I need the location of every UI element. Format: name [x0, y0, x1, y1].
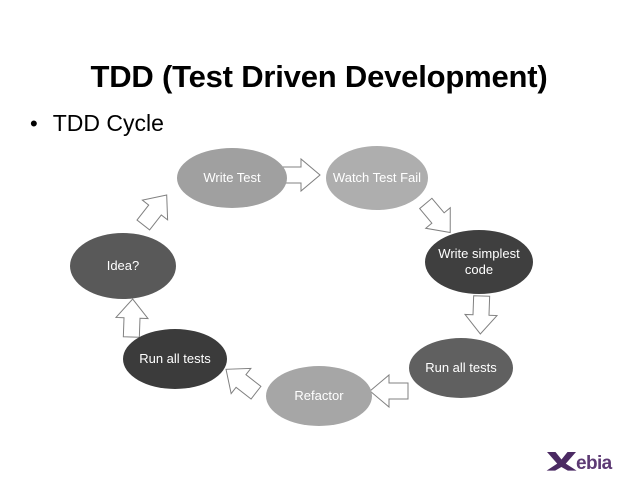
page-title: TDD (Test Driven Development): [90, 58, 548, 94]
cycle-node-write-test: Write Test: [177, 148, 287, 208]
cycle-node-label: Write simplest code: [438, 246, 520, 277]
xebia-x-icon: [546, 452, 577, 471]
cycle-node-watch-test-fail: Watch Test Fail: [326, 146, 428, 210]
arrow-refactor-to-run-left: [225, 367, 262, 400]
bullet-item-label: TDD Cycle: [52, 110, 164, 136]
cycle-node-label: Idea?: [106, 258, 140, 273]
arrow-idea-to-write-test: [136, 194, 169, 231]
cycle-node-write-simplest: Write simplest code: [425, 230, 533, 294]
cycle-node-run-all-tests-left: Run all tests: [123, 329, 227, 389]
cycle-node-label: Watch Test Fail: [332, 170, 422, 185]
bullet-list-item: • TDD Cycle: [30, 110, 164, 136]
cycle-node-refactor: Refactor: [266, 366, 372, 426]
cycle-node-label: Run all tests: [425, 360, 497, 375]
arrow-watch-fail-to-write-simplest: [418, 197, 451, 234]
xebia-logo: ebia: [546, 448, 624, 474]
cycle-node-label: Refactor: [294, 388, 344, 403]
cycle-node-label: Write Test: [203, 170, 261, 185]
arrow-write-simplest-to-run-right: [463, 295, 499, 335]
cycle-node-run-all-tests-right: Run all tests: [409, 338, 513, 398]
cycle-node-idea: Idea?: [70, 233, 176, 299]
cycle-node-label: Run all tests: [139, 351, 211, 366]
bullet-marker-icon: •: [30, 111, 38, 136]
cycle-arrows-layer: [114, 157, 499, 409]
xebia-wordmark: ebia: [576, 453, 613, 474]
arrow-run-right-to-refactor: [369, 373, 409, 409]
arrow-run-left-to-idea: [114, 298, 150, 338]
arrow-write-test-to-watch-fail: [281, 157, 321, 193]
